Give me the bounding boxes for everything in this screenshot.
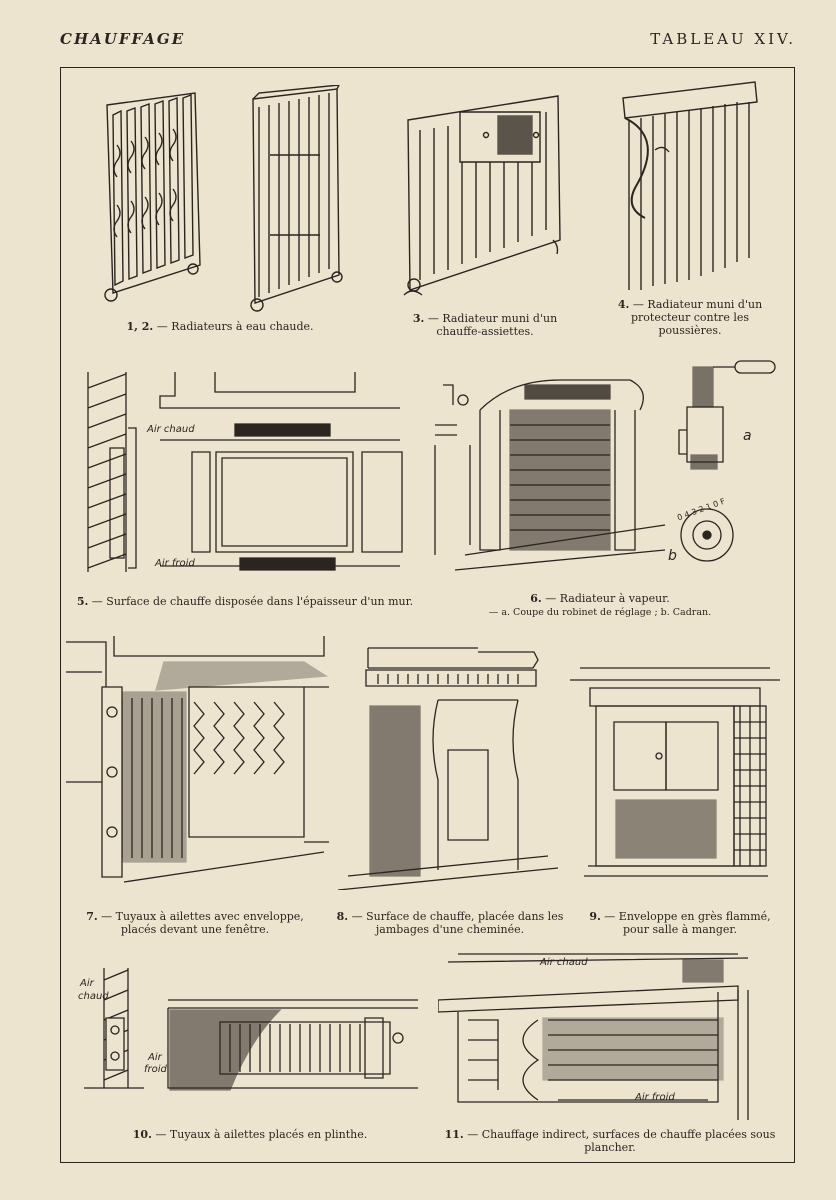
figure-9-stoneware-enclosure bbox=[570, 660, 785, 895]
label-air-froid-fig5: Air froid bbox=[155, 558, 195, 569]
ornate-radiator-drawing bbox=[105, 93, 200, 301]
dial-b bbox=[681, 509, 733, 561]
figure-8-fireplace-heating-surface bbox=[338, 640, 563, 890]
page-header-title: CHAUFFAGE bbox=[60, 30, 186, 48]
caption-figure-1-2: 1, 2. — Radiateurs à eau chaude. bbox=[126, 320, 314, 333]
wall-section bbox=[88, 372, 136, 572]
label-air-chaud-fig5: Air chaud bbox=[147, 424, 195, 435]
label-air-froid-fig11: Air froid bbox=[635, 1092, 675, 1103]
label-air-fig10-bottom: Air bbox=[148, 1052, 162, 1063]
caption-figure-7: 7. — Tuyaux à ailettes avec enveloppe, p… bbox=[86, 910, 304, 936]
column-radiator-drawing bbox=[251, 85, 342, 311]
figure-3-plate-warmer-radiator bbox=[398, 90, 568, 305]
figure-5-wall-heating-surface bbox=[80, 368, 410, 583]
figure-1-2-radiators bbox=[95, 85, 345, 315]
label-b: b bbox=[668, 548, 677, 564]
panelled-wall-elevation bbox=[160, 372, 402, 570]
label-air-fig10-top: Air bbox=[80, 978, 94, 989]
caption-figure-3: 3. — Radiateur muni d'un chauffe-assiett… bbox=[412, 312, 558, 338]
label-chaud-fig10: chaud bbox=[78, 991, 109, 1002]
plate-frame bbox=[60, 67, 795, 1163]
label-a: a bbox=[743, 428, 752, 444]
baseboard-elevation bbox=[168, 1000, 418, 1090]
figure-11-underfloor-heating bbox=[438, 950, 778, 1120]
subcaption-figure-6: — a. Coupe du robinet de réglage ; b. Ca… bbox=[488, 607, 712, 618]
wall-section-fig10 bbox=[84, 968, 144, 1088]
caption-figure-4: 4. — Radiateur muni d'un protecteur cont… bbox=[617, 298, 763, 337]
plate-number: TABLEAU XIV. bbox=[650, 30, 796, 48]
caption-figure-9: 9. — Enveloppe en grès flammé, pour sall… bbox=[589, 910, 771, 936]
figure-7-finned-tubes-window bbox=[64, 632, 332, 900]
figure-6-steam-radiator bbox=[425, 355, 780, 587]
steam-radiator-enclosure bbox=[435, 380, 665, 570]
valve-cutaway-a bbox=[679, 361, 775, 469]
caption-figure-6: 6. — Radiateur à vapeur. bbox=[530, 592, 670, 605]
label-froid-fig10: froid bbox=[144, 1064, 167, 1075]
caption-figure-8: 8. — Surface de chauffe, placée dans les… bbox=[336, 910, 564, 936]
caption-figure-5: 5. — Surface de chauffe disposée dans l'… bbox=[76, 595, 414, 608]
caption-figure-11: 11. — Chauffage indirect, surfaces de ch… bbox=[444, 1128, 776, 1154]
caption-figure-10: 10. — Tuyaux à ailettes placés en plinth… bbox=[132, 1128, 368, 1141]
figure-4-dust-protector-radiator bbox=[615, 80, 765, 295]
figure-10-baseboard-finned-tubes bbox=[80, 960, 420, 1110]
label-air-chaud-fig11: Air chaud bbox=[540, 957, 588, 968]
